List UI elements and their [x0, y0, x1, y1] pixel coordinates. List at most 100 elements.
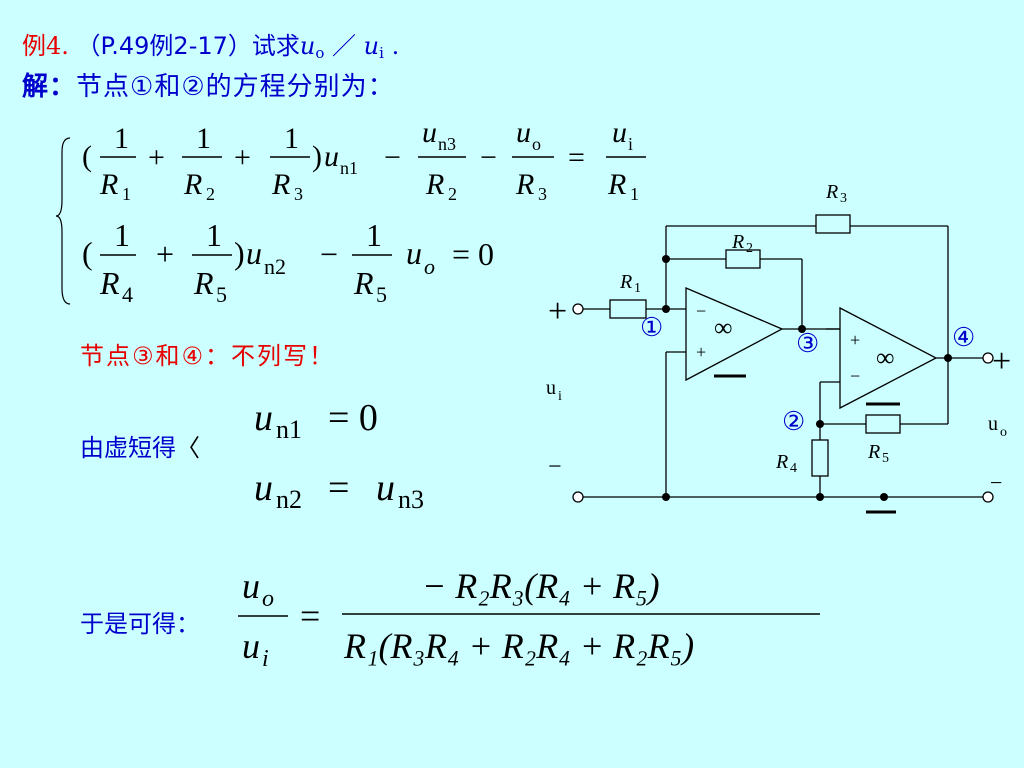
result-lhs-den: u — [242, 626, 260, 666]
output-terminal-top — [982, 352, 994, 364]
vs-line2-eq: = — [328, 467, 349, 509]
node-1-marker: ① — [640, 313, 663, 342]
label-r2-sub: 2 — [746, 241, 753, 256]
virtual-short-brace: 〈 — [176, 434, 200, 462]
eq2-frac1-num: 1 — [114, 217, 130, 253]
eq1-plus-2: + — [234, 141, 251, 174]
eq1-frac5-den-sub: 3 — [538, 184, 547, 204]
label-r1: R — [619, 271, 632, 293]
eq2-u-n2: u — [246, 235, 262, 271]
circuit-diagram: R 3 R 2 R 1 R 4 R 5 − + ∞ + − ∞ ① ② ③ ④ … — [546, 181, 1011, 514]
example-number: 4. — [46, 32, 77, 60]
example-prefix: 例 — [22, 32, 46, 60]
eq1-frac5-num-sub: o — [532, 134, 541, 154]
node-equations: ( 1 R 1 + 1 R 2 + 1 R 3 ) u n1 − u n3 R … — [56, 116, 646, 307]
solution-heading: 解：节点①和②的方程分别为： — [22, 66, 395, 103]
output-plus-sign: + — [992, 343, 1011, 380]
op-amp-2 — [839, 306, 938, 410]
eq1-frac3-den: R — [271, 168, 290, 201]
eq1-frac1-num: 1 — [114, 122, 129, 155]
op2-plus-sign: + — [850, 330, 860, 350]
eq1-minus-1: − — [384, 141, 401, 174]
eq1-frac1-den: R — [99, 168, 118, 201]
eq1-open-paren: ( — [82, 140, 92, 173]
op2-infinity: ∞ — [876, 343, 895, 372]
label-r2: R — [731, 231, 744, 253]
label-r3: R — [825, 181, 838, 203]
result-lhs-num-sub: o — [262, 586, 274, 612]
resistor-r4 — [811, 439, 829, 477]
result-equals: = — [300, 596, 320, 636]
vs-u-n3: u — [376, 467, 395, 509]
eq2-frac3-num: 1 — [366, 217, 382, 253]
equation-2: ( 1 R 4 + 1 R 5 ) u n2 − 1 R 5 u o = 0 — [82, 217, 494, 307]
op-amp-1 — [685, 287, 784, 382]
node-4-marker: ④ — [952, 323, 975, 352]
eq1-frac6-num: u — [612, 116, 627, 149]
op1-infinity: ∞ — [714, 313, 733, 342]
solution-label: 解： — [22, 72, 77, 102]
eq1-frac4-num: u — [422, 116, 437, 149]
example-title: 例4. （P.49例2-17）试求uo ／ ui . — [22, 26, 399, 62]
node-3-marker: ③ — [796, 329, 819, 358]
title-slash: ／ — [324, 32, 364, 60]
result-lhs-num: u — [242, 566, 260, 606]
eq1-frac1-sub: 1 — [122, 184, 131, 204]
title-u-o: u — [299, 32, 316, 60]
eq2-u-o-sub: o — [424, 254, 435, 279]
input-voltage-sub: i — [558, 389, 562, 404]
virtual-short-equations: u n1 = 0 u n2 = u n3 — [254, 397, 424, 514]
result-formula: u o u i = − R₂R₃(R₄ + R₅) R₁(R₃R₄ + R₂R₄… — [238, 566, 820, 672]
vs-u-n3-sub: n3 — [398, 485, 424, 514]
label-r4: R — [775, 451, 788, 473]
input-minus-sign: − — [548, 454, 562, 480]
result-label: 于是可得： — [80, 610, 200, 638]
eq1-minus-2: − — [480, 141, 497, 174]
eq2-frac1-den: R — [99, 265, 120, 301]
vs-u-n2: u — [254, 467, 273, 509]
eq2-u-o: u — [406, 235, 422, 271]
eq2-frac2-num: 1 — [206, 217, 222, 253]
label-r1-sub: 1 — [634, 281, 641, 296]
vs-line1-rhs: = 0 — [328, 397, 378, 439]
eq1-frac2-den: R — [183, 168, 202, 201]
result-denominator: R₁(R₃R₄ + R₂R₄ + R₂R₅) — [343, 626, 694, 666]
eq1-frac6-num-sub: i — [628, 134, 633, 154]
eq2-frac3-sub: 5 — [376, 282, 387, 307]
eq1-frac6-den: R — [607, 168, 626, 201]
input-plus-sign: + — [548, 293, 567, 330]
eq1-close-paren: ) — [312, 140, 322, 173]
eq1-frac4-num-sub: n3 — [438, 134, 456, 154]
input-terminal-top — [572, 303, 584, 315]
label-r4-sub: 4 — [790, 461, 797, 476]
eq1-frac5-num: u — [516, 116, 531, 149]
vs-u-n1: u — [254, 397, 273, 439]
op1-plus-sign: + — [696, 342, 706, 362]
title-u-i: u — [363, 32, 380, 60]
result-lhs-den-sub: i — [262, 646, 269, 672]
eq1-u-n1-sub: n1 — [340, 158, 358, 178]
eq2-close-paren: ) — [234, 235, 245, 271]
eq2-minus: − — [320, 236, 338, 272]
label-r5: R — [867, 441, 880, 463]
eq2-u-n2-sub: n2 — [264, 254, 286, 279]
eq2-frac2-den: R — [193, 265, 214, 301]
eq1-equals: = — [568, 141, 585, 174]
eq1-frac4-den-sub: 2 — [448, 184, 457, 204]
vs-u-n2-sub: n2 — [276, 485, 302, 514]
eq1-frac2-sub: 2 — [206, 184, 215, 204]
example-reference: （P.49例2-17）试求 — [76, 32, 300, 60]
eq2-equals-zero: = 0 — [452, 236, 494, 272]
output-voltage-sub: o — [1000, 425, 1007, 440]
eq1-u-n1: u — [324, 140, 339, 173]
eq2-frac1-sub: 4 — [122, 282, 133, 307]
label-r5-sub: 5 — [882, 451, 889, 466]
virtual-short-text: 由虚短得 — [80, 434, 176, 462]
eq1-frac6-den-sub: 1 — [630, 184, 639, 204]
solution-text: 节点①和②的方程分别为： — [76, 72, 395, 102]
op1-minus-sign: − — [696, 301, 706, 321]
vs-u-n1-sub: n1 — [276, 415, 302, 444]
eq1-frac3-num: 1 — [284, 122, 299, 155]
eq1-frac3-sub: 3 — [294, 184, 303, 204]
node-2-marker: ② — [782, 407, 805, 436]
